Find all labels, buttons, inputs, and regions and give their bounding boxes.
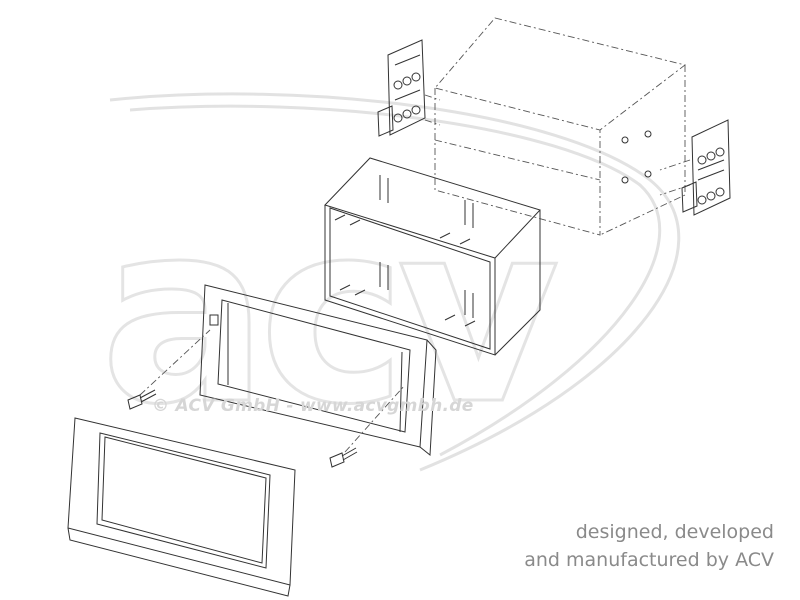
radio-unit-outline: [424, 17, 691, 236]
mounting-cage: [324, 157, 541, 356]
manufacturer-tagline: designed, developed and manufactured by …: [524, 518, 774, 574]
fascia-panel: [67, 417, 296, 597]
side-bracket-right: [681, 119, 731, 216]
side-bracket-left: [377, 39, 426, 137]
screw-right: [329, 384, 406, 468]
tagline-line-1: designed, developed: [575, 521, 774, 543]
screw-left: [127, 329, 211, 410]
mounting-frame: [199, 284, 437, 456]
tagline-line-2: and manufactured by ACV: [524, 549, 774, 571]
copyright-watermark: © ACV GmbH - www.acvgmbh.de: [152, 396, 474, 416]
